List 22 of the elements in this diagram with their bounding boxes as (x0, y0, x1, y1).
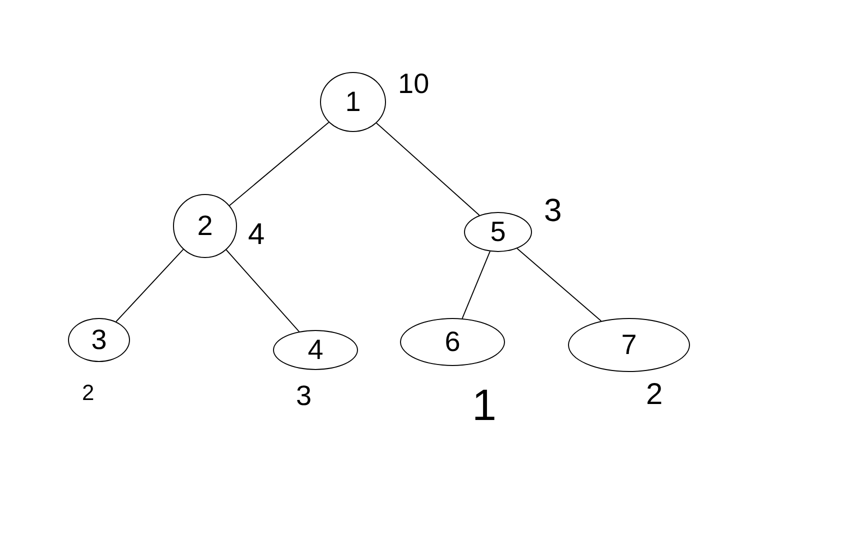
tree-edge-line (229, 122, 330, 206)
node-annotation: 4 (248, 220, 265, 250)
tree-node-ellipse (173, 194, 237, 258)
tree-edge-line (376, 122, 480, 216)
node-annotation: 10 (398, 70, 430, 98)
tree-edge-line (226, 249, 300, 332)
tree-edge-line (462, 250, 490, 319)
node-label: 1 (345, 88, 361, 116)
node-label: 6 (444, 328, 460, 356)
node-annotation: 1 (472, 384, 496, 428)
node-annotation: 2 (646, 380, 663, 410)
tree-edge-line (516, 248, 602, 322)
node-annotation: 3 (544, 194, 562, 226)
node-label: 7 (621, 331, 637, 359)
node-label: 4 (308, 336, 324, 364)
tree-node-ellipse (320, 72, 386, 132)
node-annotation: 3 (296, 382, 312, 410)
node-label: 3 (91, 326, 107, 354)
node-annotation: 2 (82, 382, 94, 404)
node-label: 2 (197, 212, 213, 240)
tree-edge-line (116, 248, 184, 322)
node-label: 5 (490, 218, 506, 246)
